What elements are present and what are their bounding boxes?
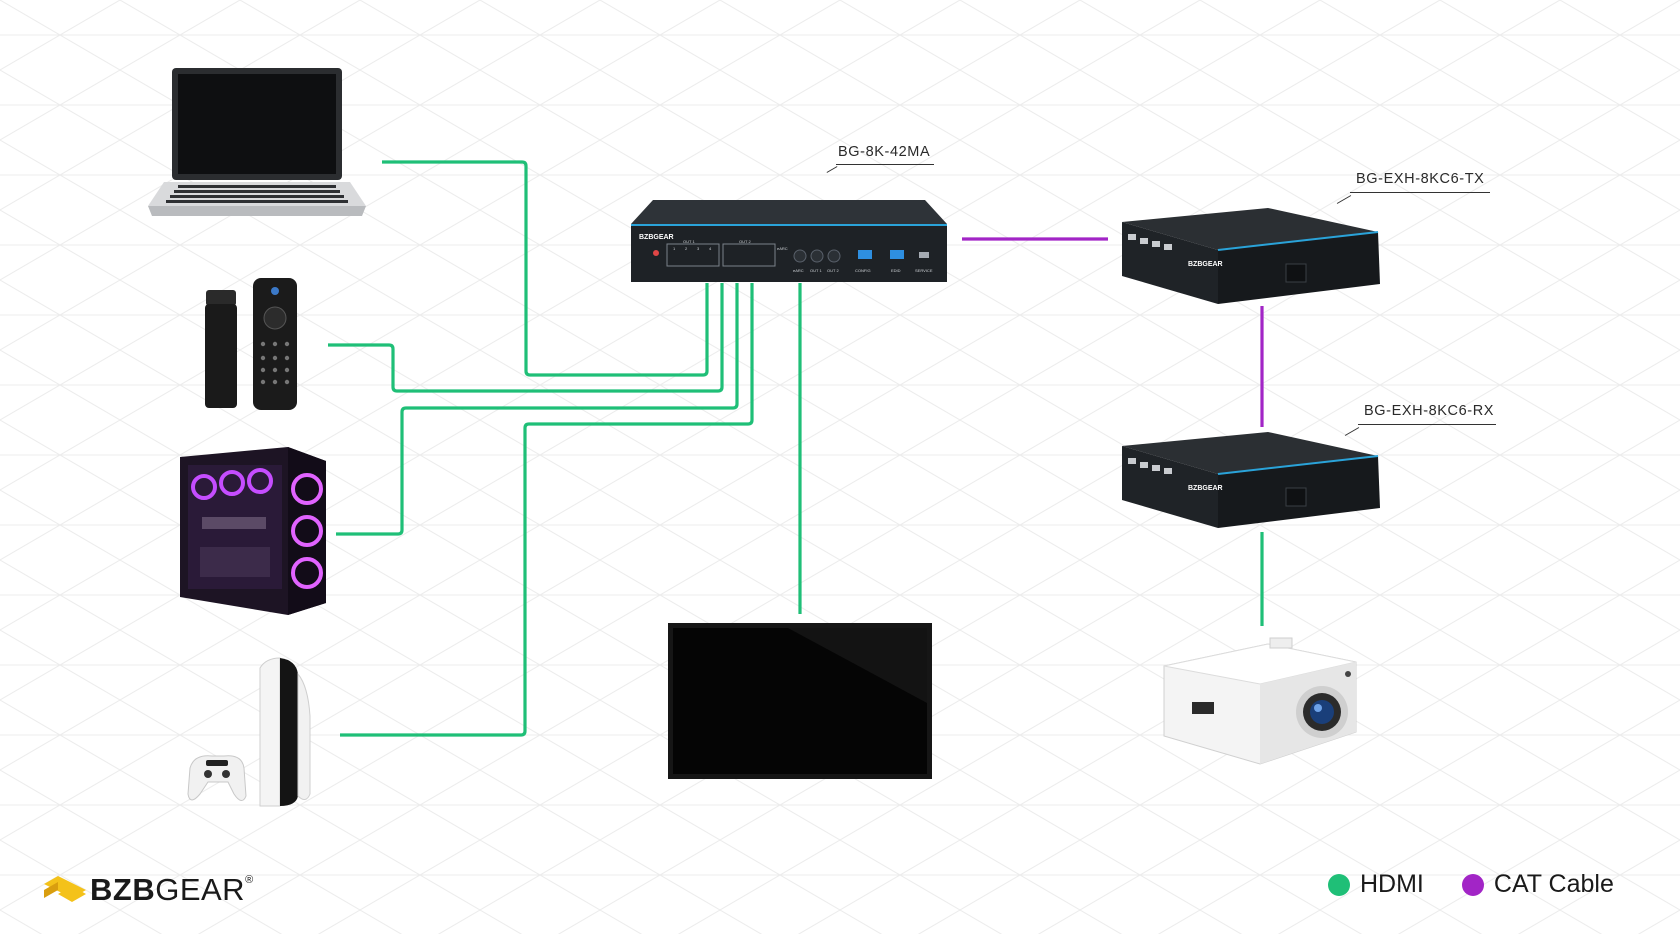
brand-logo-mark-icon xyxy=(44,876,86,902)
edid-label: EDID xyxy=(891,268,901,273)
port-label-4: 4 xyxy=(709,246,712,251)
receiver-label-leader xyxy=(1358,424,1496,425)
brand-logo-light: GEAR xyxy=(155,872,246,907)
laptop-icon xyxy=(148,68,366,216)
brand-logo: BZBGEAR® xyxy=(44,872,254,908)
projector-icon xyxy=(1163,637,1357,765)
brand-logo-bold: BZB xyxy=(90,872,156,907)
config-label: CONFIG xyxy=(855,268,871,273)
out2-group-label: OUT 2 xyxy=(739,239,751,244)
brand-logo-registered: ® xyxy=(245,874,254,886)
receiver-model-label: BG-EXH-8KC6-RX xyxy=(1364,403,1495,419)
legend-cat-label: CAT Cable xyxy=(1493,870,1614,898)
out2-button-label: OUT 2 xyxy=(827,268,839,273)
gaming-pc-icon xyxy=(180,447,326,615)
service-label: SERVICE xyxy=(915,268,933,273)
legend: HDMI CAT Cable xyxy=(1328,870,1614,899)
out1-group-label: OUT 1 xyxy=(683,239,695,244)
receiver-device: BZBGEAR xyxy=(1122,432,1380,528)
legend-hdmi-dot xyxy=(1328,873,1350,896)
hdmi-line-pc xyxy=(336,283,739,536)
game-console-icon xyxy=(187,657,311,807)
rx-brand: BZBGEAR xyxy=(1188,485,1223,492)
tx-brand: BZBGEAR xyxy=(1188,261,1223,268)
cat-lines xyxy=(962,237,1264,427)
tv-display-icon xyxy=(668,623,932,779)
legend-item-hdmi: HDMI xyxy=(1328,870,1424,899)
hdmi-line-laptop xyxy=(382,160,709,377)
switcher-brand: BZBGEAR xyxy=(639,234,674,241)
earc-button-label: eARC xyxy=(793,268,804,273)
hdmi-line-console xyxy=(340,283,754,737)
switcher-label-leader xyxy=(836,164,934,165)
legend-hdmi-label: HDMI xyxy=(1360,870,1424,898)
legend-item-cat: CAT Cable xyxy=(1461,870,1614,899)
matrix-switcher-device: BZBGEAR OUT 1 1 2 3 4 OUT 2 eARC eARC OU… xyxy=(631,200,947,282)
transmitter-device: BZBGEAR xyxy=(1122,208,1380,304)
streaming-stick-remote-icon xyxy=(205,278,297,410)
earc-group-label: eARC xyxy=(777,246,788,251)
brand-logo-text: BZBGEAR® xyxy=(90,872,254,908)
switcher-model-label: BG-8K-42MA xyxy=(838,144,931,160)
port-label-1: 1 xyxy=(673,246,676,251)
transmitter-model-label: BG-EXH-8KC6-TX xyxy=(1356,171,1485,187)
transmitter-label-leader xyxy=(1350,192,1490,193)
hdmi-line-streaming xyxy=(328,283,724,393)
legend-cat-dot xyxy=(1461,873,1484,896)
port-label-3: 3 xyxy=(697,246,700,251)
hdmi-lines xyxy=(328,160,1264,737)
out1-button-label: OUT 1 xyxy=(810,268,822,273)
port-label-2: 2 xyxy=(685,246,688,251)
